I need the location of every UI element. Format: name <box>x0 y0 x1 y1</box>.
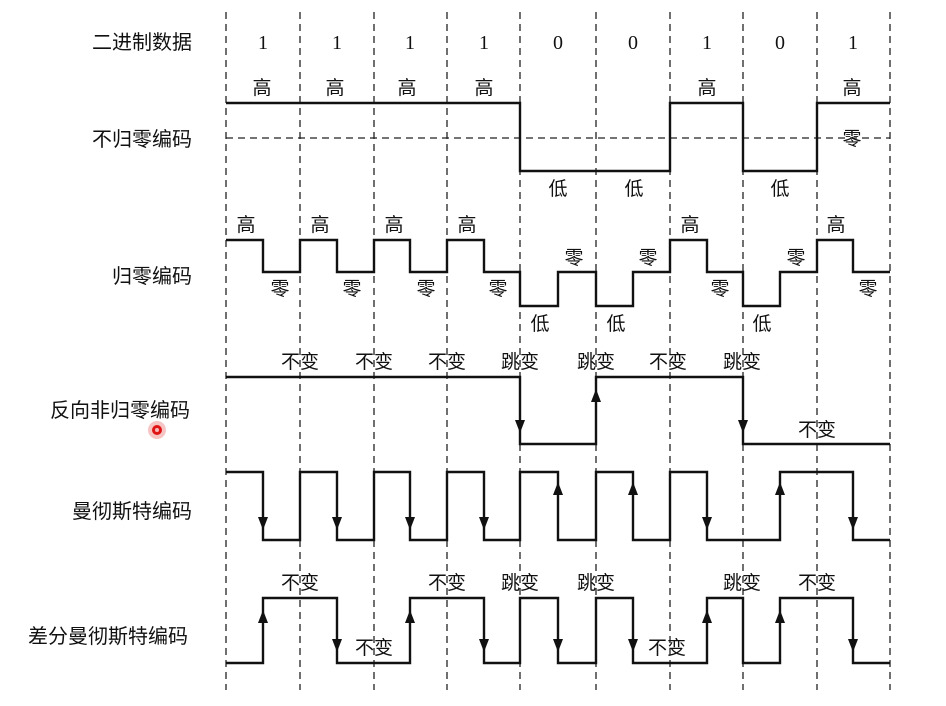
bit-boundary-grid <box>225 12 891 690</box>
arrow-down-icon <box>848 517 858 530</box>
row-label-diff-manchester: 差分曼彻斯特编码 <box>28 624 188 648</box>
arrow-up-icon <box>775 482 785 495</box>
rz-level-label: 高 <box>384 214 403 236</box>
nrz-level-label: 低 <box>624 178 643 200</box>
diff-label: 不变 <box>428 572 466 594</box>
rz-level-label: 零 <box>858 278 877 300</box>
bit-value: 1 <box>848 32 858 54</box>
rz-level-label: 低 <box>606 313 625 335</box>
diff-label: 不变 <box>648 637 686 659</box>
nrz-level-label: 零 <box>842 128 861 150</box>
pointer-dot <box>148 421 166 439</box>
rz-level-label: 高 <box>457 214 476 236</box>
rz-level-label: 高 <box>310 214 329 236</box>
rz-level-label: 零 <box>342 278 361 300</box>
bit-value: 1 <box>258 32 268 54</box>
arrow-up-icon <box>628 482 638 495</box>
diff-manchester-waveform <box>226 596 890 665</box>
nrzi-label: 不变 <box>428 351 466 373</box>
rz-level-label: 零 <box>710 278 729 300</box>
rz-level-label: 低 <box>752 313 771 335</box>
manchester-waveform <box>226 470 890 542</box>
nrz-level-label: 高 <box>842 77 861 99</box>
arrow-up-icon <box>258 610 268 623</box>
rz-level-label: 零 <box>416 278 435 300</box>
arrow-up-icon <box>405 610 415 623</box>
nrzi-label: 跳变 <box>501 351 539 373</box>
arrow-down-icon <box>848 639 858 652</box>
nrz-level-label: 低 <box>770 178 789 200</box>
arrow-up-icon <box>775 610 785 623</box>
nrzi-label: 不变 <box>281 351 319 373</box>
diff-label: 跳变 <box>723 572 761 594</box>
manchester-transition-arrows <box>258 482 858 530</box>
arrow-down-icon <box>702 517 712 530</box>
bit-value: 0 <box>553 32 563 54</box>
arrow-down-icon <box>405 517 415 530</box>
nrzi-label: 跳变 <box>723 351 761 373</box>
nrzi-label: 不变 <box>649 351 687 373</box>
arrow-down-icon <box>332 517 342 530</box>
bit-value: 1 <box>702 32 712 54</box>
nrz-level-label: 高 <box>474 77 493 99</box>
nrzi-annotations: 不变 不变 不变 跳变 跳变 不变 跳变 不变 <box>281 351 836 441</box>
rz-annotations: 高 高 高 高 高 高 零 零 零 零 零 零 零 零 零 低 低 低 <box>236 214 877 335</box>
rz-level-label: 高 <box>236 214 255 236</box>
nrzi-transition-arrows <box>515 389 748 433</box>
row-label-binary-data: 二进制数据 <box>92 30 192 54</box>
row-label-nrzi: 反向非归零编码 <box>50 398 190 422</box>
diff-label: 不变 <box>798 572 836 594</box>
bit-value: 1 <box>332 32 342 54</box>
binary-digits: 1 1 1 1 0 0 1 0 1 <box>258 32 858 54</box>
bit-value: 0 <box>628 32 638 54</box>
nrzi-label: 不变 <box>798 419 836 441</box>
bit-value: 1 <box>479 32 489 54</box>
rz-level-label: 高 <box>680 214 699 236</box>
diff-label: 跳变 <box>501 572 539 594</box>
row-label-rz: 归零编码 <box>112 264 192 288</box>
rz-level-label: 零 <box>786 247 805 269</box>
diff-label: 不变 <box>355 637 393 659</box>
nrz-level-label: 低 <box>548 178 567 200</box>
bit-value: 1 <box>405 32 415 54</box>
arrow-down-icon <box>479 517 489 530</box>
rz-level-label: 高 <box>826 214 845 236</box>
row-label-manchester: 曼彻斯特编码 <box>72 499 192 523</box>
bit-value: 0 <box>775 32 785 54</box>
arrow-down-icon <box>515 420 525 433</box>
nrzi-label: 跳变 <box>577 351 615 373</box>
arrow-up-icon <box>702 610 712 623</box>
diff-manchester-annotations: 不变 不变 不变 跳变 跳变 不变 跳变 不变 <box>281 572 836 659</box>
rz-level-label: 零 <box>638 247 657 269</box>
nrz-level-label: 高 <box>252 77 271 99</box>
nrz-waveform <box>226 101 890 173</box>
rz-waveform <box>226 238 890 308</box>
nrz-annotations: 高 高 高 高 低 低 高 低 高 零 <box>252 77 861 200</box>
nrz-level-label: 高 <box>397 77 416 99</box>
rz-level-label: 零 <box>488 278 507 300</box>
diff-label: 跳变 <box>577 572 615 594</box>
arrow-down-icon <box>628 639 638 652</box>
arrow-down-icon <box>332 639 342 652</box>
diff-label: 不变 <box>281 572 319 594</box>
arrow-up-icon <box>591 389 601 402</box>
rz-level-label: 低 <box>530 313 549 335</box>
nrz-level-label: 高 <box>325 77 344 99</box>
nrzi-label: 不变 <box>355 351 393 373</box>
arrow-down-icon <box>258 517 268 530</box>
nrz-level-label: 高 <box>697 77 716 99</box>
nrzi-waveform <box>226 375 890 446</box>
arrow-down-icon <box>479 639 489 652</box>
arrow-down-icon <box>553 639 563 652</box>
rz-level-label: 零 <box>270 278 289 300</box>
row-label-nrz: 不归零编码 <box>92 127 192 151</box>
arrow-down-icon <box>738 420 748 433</box>
arrow-up-icon <box>553 482 563 495</box>
rz-level-label: 零 <box>564 247 583 269</box>
diff-manchester-transition-arrows <box>258 610 858 652</box>
